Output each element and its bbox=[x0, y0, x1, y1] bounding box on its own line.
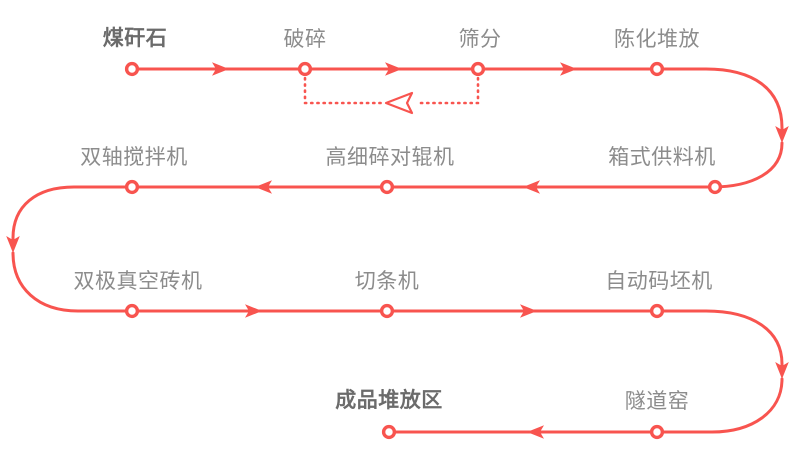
node-dot bbox=[379, 303, 395, 319]
row-0-line bbox=[130, 62, 659, 76]
row-3-line bbox=[387, 425, 659, 439]
feedback-loop-dotted bbox=[303, 70, 480, 115]
node-dot bbox=[381, 424, 397, 440]
node-label-vacuum-brick-machine: 双极真空砖机 bbox=[73, 270, 203, 293]
node-label-screening: 筛分 bbox=[458, 28, 502, 51]
node-label-tunnel-kiln: 隧道窑 bbox=[624, 390, 690, 413]
node-dot bbox=[649, 61, 665, 77]
node-dot bbox=[379, 179, 395, 195]
node-dot bbox=[124, 179, 140, 195]
row-1-line bbox=[130, 180, 717, 194]
node-label-coal-gangue: 煤矸石 bbox=[102, 27, 168, 50]
connector-left-row1-row2 bbox=[6, 185, 134, 313]
node-dot bbox=[470, 61, 486, 77]
node-label-crushing: 破碎 bbox=[283, 28, 327, 51]
node-label-box-feeder: 箱式供料机 bbox=[608, 146, 716, 169]
node-dot bbox=[124, 303, 140, 319]
node-dot bbox=[297, 61, 313, 77]
node-dot bbox=[649, 424, 665, 440]
node-label-fine-crushing-roller: 高细碎对辊机 bbox=[325, 146, 455, 169]
node-label-aging-stacking: 陈化堆放 bbox=[614, 28, 700, 51]
node-label-twin-shaft-mixer: 双轴搅拌机 bbox=[80, 146, 188, 169]
row-2-line bbox=[130, 304, 659, 318]
connector-right-row2-row3 bbox=[655, 309, 789, 434]
connector-right-row0-row1 bbox=[655, 67, 789, 189]
node-label-strip-cutter: 切条机 bbox=[354, 270, 420, 293]
node-label-finished-product-yard: 成品堆放区 bbox=[335, 389, 443, 412]
node-dot bbox=[124, 61, 140, 77]
node-dots bbox=[124, 61, 723, 440]
node-label-auto-stacker: 自动码坯机 bbox=[605, 270, 713, 293]
node-dot bbox=[707, 179, 723, 195]
node-dot bbox=[649, 303, 665, 319]
